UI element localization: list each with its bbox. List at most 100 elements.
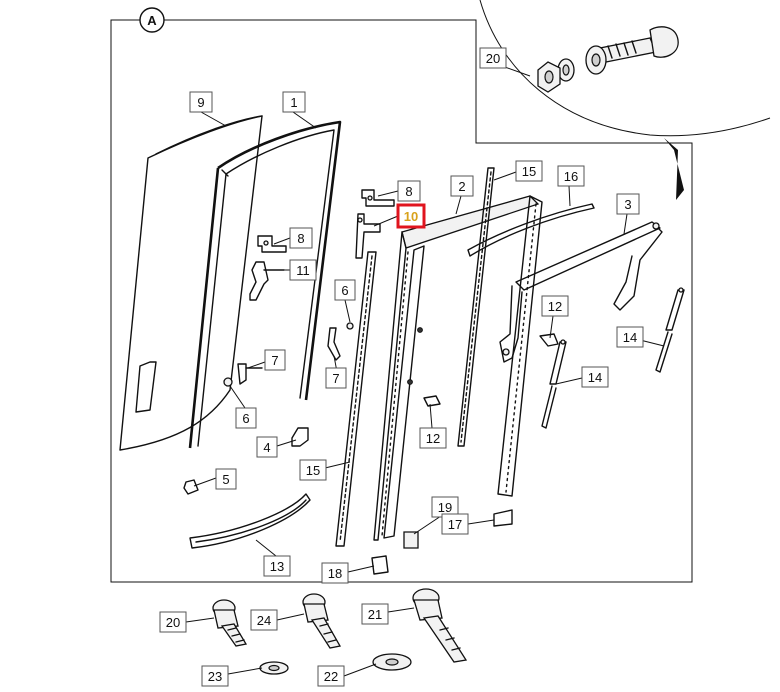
detail-bolt-assembly xyxy=(537,26,679,93)
callout-15-upper: 15 xyxy=(515,160,543,182)
svg-text:6: 6 xyxy=(341,283,348,298)
svg-text:13: 13 xyxy=(270,559,284,574)
svg-text:14: 14 xyxy=(623,330,637,345)
part-2-rear-frame xyxy=(373,195,540,541)
callout-16: 16 xyxy=(557,165,585,187)
callout-12-lower: 12 xyxy=(419,427,447,449)
svg-text:2: 2 xyxy=(458,179,465,194)
callout-12-upper: 12 xyxy=(541,295,569,317)
part-23-washer xyxy=(259,661,289,675)
part-15-seal-strip-right xyxy=(457,167,495,447)
svg-text:24: 24 xyxy=(257,613,271,628)
svg-text:1: 1 xyxy=(290,95,297,110)
svg-text:21: 21 xyxy=(368,607,382,622)
callout-5: 5 xyxy=(215,468,237,490)
svg-text:14: 14 xyxy=(588,370,602,385)
part-15-seal-strip-left xyxy=(335,251,377,547)
part-16-top-trim xyxy=(467,203,595,257)
part-11-handle xyxy=(249,261,285,301)
part-24-bolt xyxy=(302,593,342,649)
callout-23: 23 xyxy=(201,665,229,687)
part-14-gas-strut-lower xyxy=(541,339,567,429)
part-10-hinge-strip xyxy=(355,213,381,259)
svg-text:10: 10 xyxy=(404,209,418,224)
svg-text:20: 20 xyxy=(486,51,500,66)
view-marker-text: A xyxy=(147,13,157,28)
callout-14-lower: 14 xyxy=(581,366,609,388)
part-1-door-frame xyxy=(188,120,342,449)
part-6-washer-lower xyxy=(223,377,233,387)
detail-bubble-arc xyxy=(479,0,771,137)
svg-text:6: 6 xyxy=(242,411,249,426)
svg-text:19: 19 xyxy=(438,500,452,515)
svg-text:4: 4 xyxy=(263,440,270,455)
svg-text:8: 8 xyxy=(405,184,412,199)
svg-text:12: 12 xyxy=(426,431,440,446)
view-marker-a: A xyxy=(139,7,165,33)
svg-text:3: 3 xyxy=(624,197,631,212)
callout-6-upper: 6 xyxy=(334,279,356,301)
svg-text:22: 22 xyxy=(324,669,338,684)
svg-text:15: 15 xyxy=(306,463,320,478)
part-21-bolt xyxy=(412,588,468,663)
callout-labels: 9 1 8 10 2 15 16 3 8 11 6 12 14 7 7 14 6… xyxy=(159,47,644,687)
part-13-lower-seal xyxy=(189,493,311,549)
part-6-washer-upper xyxy=(346,322,354,330)
leader-lines xyxy=(185,65,665,677)
svg-text:15: 15 xyxy=(522,164,536,179)
callout-18: 18 xyxy=(321,562,349,584)
callout-10-highlight: 10 xyxy=(396,203,426,229)
svg-text:9: 9 xyxy=(197,95,204,110)
svg-text:7: 7 xyxy=(332,371,339,386)
svg-text:11: 11 xyxy=(296,263,310,278)
callout-24: 24 xyxy=(250,609,278,631)
detail-pointer xyxy=(664,138,684,200)
callout-8-mid: 8 xyxy=(289,227,313,249)
svg-text:18: 18 xyxy=(328,566,342,581)
svg-text:23: 23 xyxy=(208,669,222,684)
callout-9: 9 xyxy=(189,91,213,113)
callout-2: 2 xyxy=(450,175,474,197)
svg-text:12: 12 xyxy=(548,299,562,314)
svg-text:7: 7 xyxy=(271,353,278,368)
part-14-gas-strut-upper xyxy=(655,287,685,373)
svg-text:8: 8 xyxy=(297,231,304,246)
part-2-rear-rail xyxy=(497,195,543,497)
callout-3: 3 xyxy=(616,193,640,215)
callout-11: 11 xyxy=(289,259,317,281)
part-22-washer xyxy=(372,653,412,671)
part-3-linkage-arm xyxy=(499,221,663,363)
callout-1: 1 xyxy=(282,91,306,113)
part-12-clip-lower xyxy=(423,395,441,407)
svg-text:5: 5 xyxy=(222,472,229,487)
callout-15-lower: 15 xyxy=(299,459,327,481)
svg-text:20: 20 xyxy=(166,615,180,630)
callout-22: 22 xyxy=(317,665,345,687)
callout-7-left: 7 xyxy=(264,349,286,371)
part-12-hinge-right xyxy=(539,333,559,347)
part-8-bracket-upper xyxy=(361,189,395,207)
callout-20-detail: 20 xyxy=(479,47,507,69)
part-18-clip xyxy=(371,555,389,575)
callout-17: 17 xyxy=(441,513,469,535)
callout-20-bottom: 20 xyxy=(159,611,187,633)
part-5-bracket xyxy=(183,479,199,495)
part-17-bracket xyxy=(493,509,513,527)
part-19-block xyxy=(403,531,419,549)
diagram-frame xyxy=(110,19,693,583)
part-20-bolt xyxy=(212,599,248,647)
callout-13: 13 xyxy=(263,555,291,577)
part-7-latch-upper xyxy=(327,327,341,361)
callout-6-lower: 6 xyxy=(235,407,257,429)
part-8-bracket-mid xyxy=(257,235,287,253)
svg-text:16: 16 xyxy=(564,169,578,184)
part-4-bracket xyxy=(291,427,309,447)
callout-21: 21 xyxy=(361,603,389,625)
callout-14-upper: 14 xyxy=(616,326,644,348)
callout-4: 4 xyxy=(256,436,278,458)
svg-text:17: 17 xyxy=(448,517,462,532)
callout-7-right: 7 xyxy=(325,367,347,389)
callout-8-upper: 8 xyxy=(397,180,421,202)
part-9-glass-panel xyxy=(119,115,263,451)
